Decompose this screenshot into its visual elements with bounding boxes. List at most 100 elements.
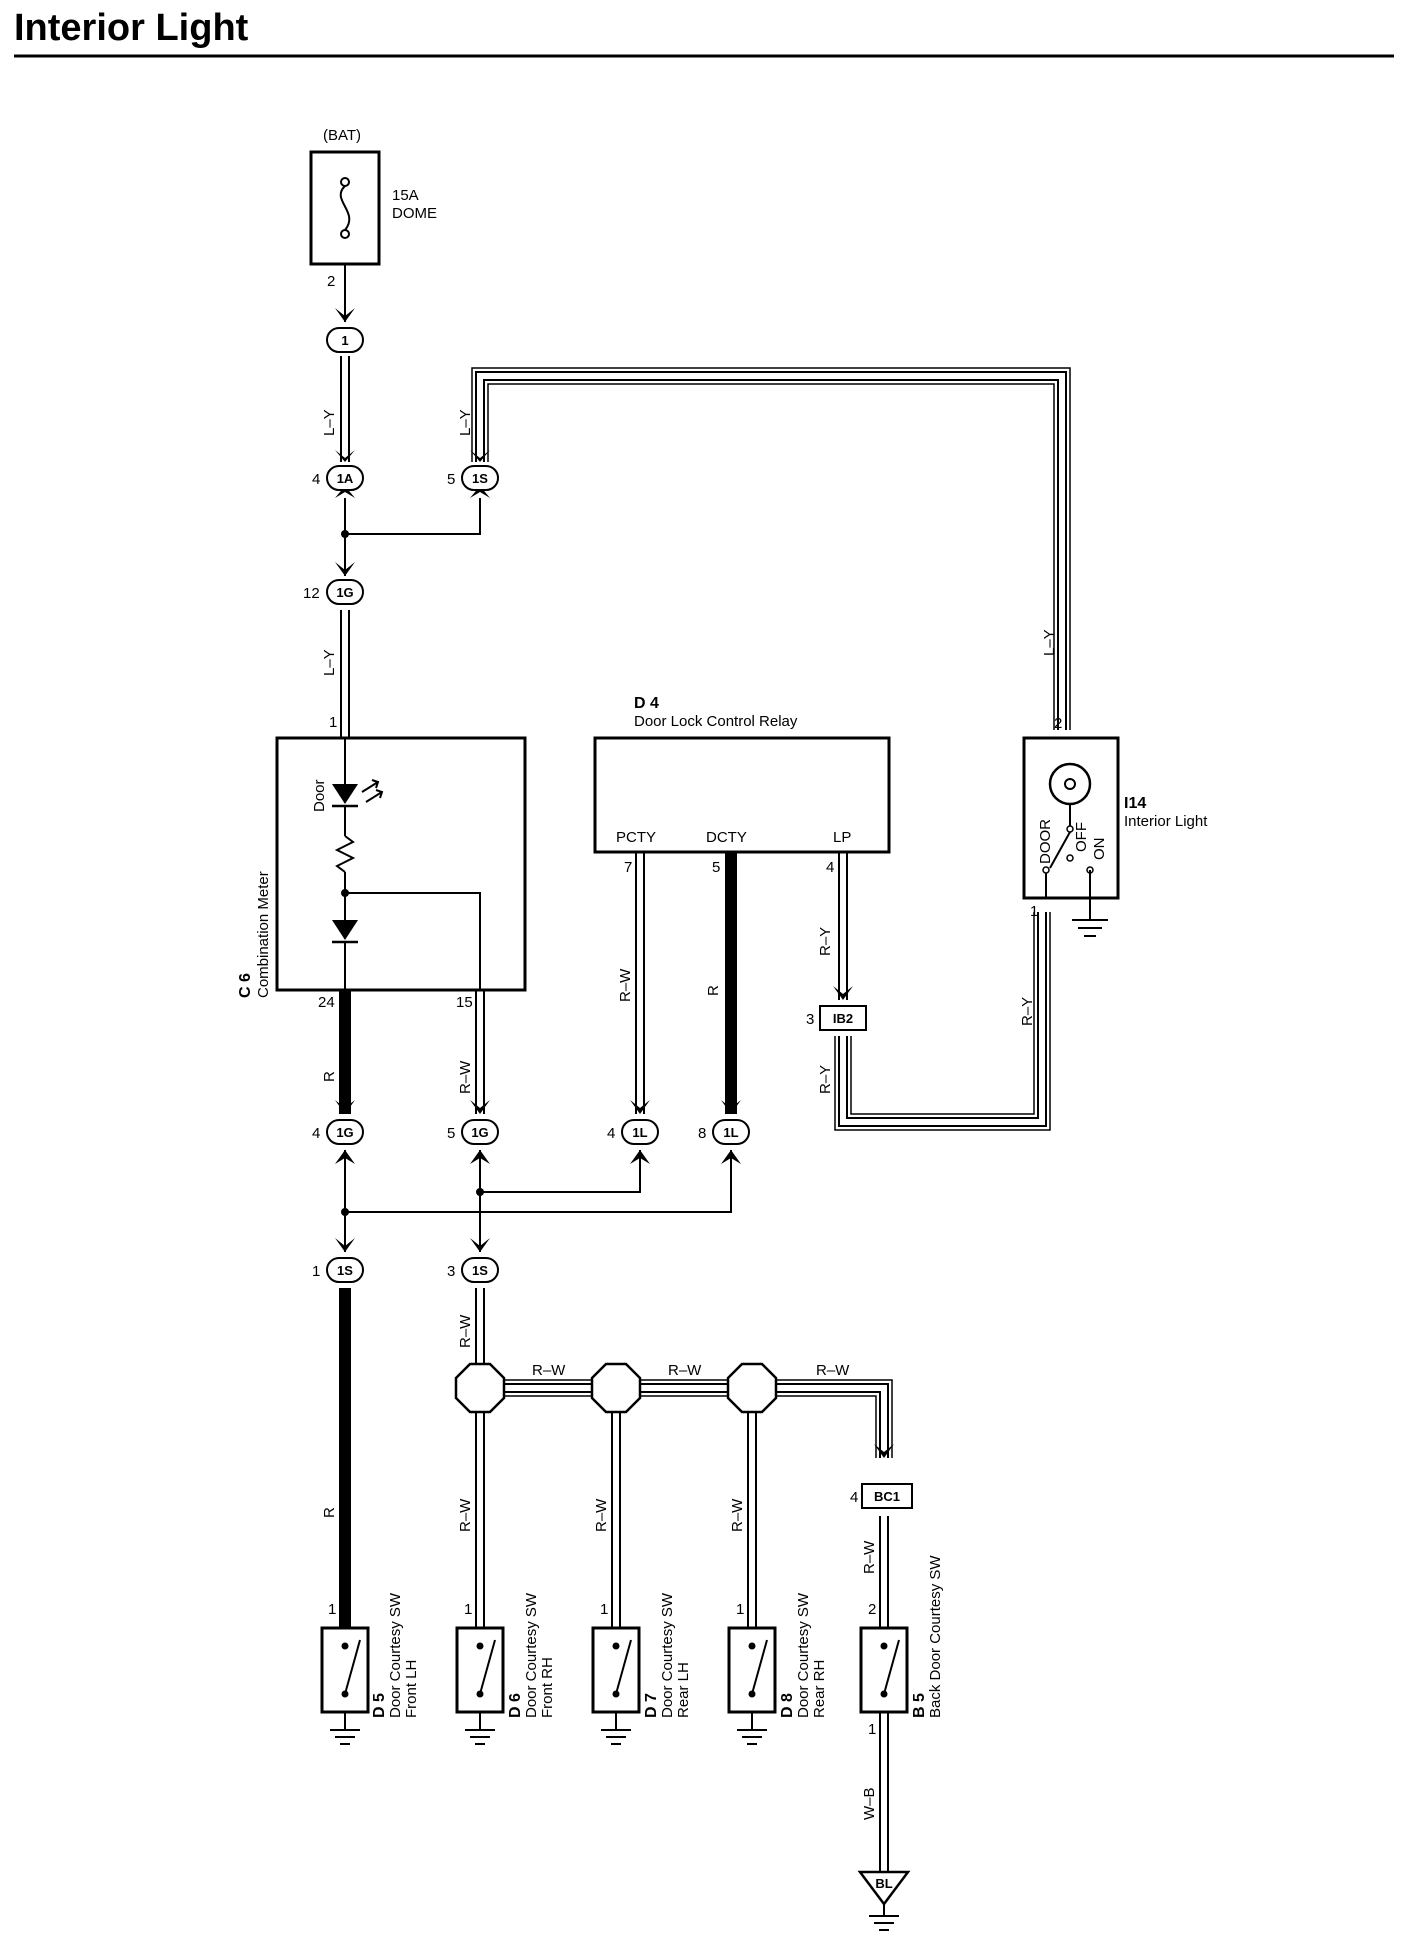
d8-code: D 8 — [779, 1693, 796, 1718]
wire-ry2: R–Y — [817, 1065, 834, 1094]
wire-rw-s: R–W — [457, 1314, 474, 1348]
conn-1A: 1A — [337, 471, 354, 486]
d8-ground-icon — [737, 1729, 767, 1745]
d6-switch-icon — [479, 1639, 496, 1695]
light-code: I14 — [1124, 795, 1146, 812]
splice-dots — [341, 530, 484, 1216]
d7-ground-icon — [601, 1729, 631, 1745]
wire-ly4: L–Y — [1041, 629, 1058, 656]
wire-rw-b5: R–W — [861, 1540, 878, 1574]
relay-lp: LP — [833, 829, 851, 846]
wire-rw-pcty: R–W — [617, 968, 634, 1002]
wire-rw-d6: R–W — [457, 1498, 474, 1532]
interior-light: 2 DOOR OFF ON I14 Interior Light 1 — [1022, 715, 1208, 937]
wire-ry1: R–Y — [817, 927, 834, 956]
pin-1S-top: 5 — [447, 471, 455, 488]
conn-1L-left: 1L — [632, 1125, 647, 1140]
b5-name1: Back Door Courtesy SW — [927, 1555, 944, 1718]
wire-rw-bus3: R–W — [816, 1362, 850, 1379]
d7-code: D 7 — [643, 1693, 660, 1718]
conn-1G-top: 1G — [336, 585, 353, 600]
relay-name: Door Lock Control Relay — [634, 713, 798, 730]
switch-d5: 1 D 5 Door Courtesy SW Front LH — [320, 1592, 420, 1745]
wire-wb: W–B — [861, 1787, 878, 1820]
conn-1G-left: 1G — [336, 1125, 353, 1140]
relay-pcty: PCTY — [616, 829, 656, 846]
meter-pin-in: 1 — [329, 714, 337, 731]
d6-pin: 1 — [464, 1601, 472, 1618]
wire-r-dcty: R — [705, 985, 722, 996]
d5-ground-icon — [330, 1729, 360, 1745]
conn-IB2: IB2 — [833, 1011, 853, 1026]
d8-name2: Rear RH — [811, 1660, 828, 1718]
wire-rw-bus2: R–W — [668, 1362, 702, 1379]
d5-name2: Front LH — [403, 1660, 420, 1718]
pin-1A: 4 — [312, 471, 320, 488]
wires — [339, 264, 1091, 1872]
relay-pin-5: 5 — [712, 859, 720, 876]
conn-1: 1 — [341, 333, 348, 348]
light-switch-icon — [1049, 831, 1071, 869]
pin-1G-top: 12 — [303, 585, 320, 602]
d6-name2: Front RH — [539, 1657, 556, 1718]
junction-1 — [454, 1362, 506, 1414]
conn-1S-left: 1S — [337, 1263, 353, 1278]
light-off-label: OFF — [1073, 822, 1090, 852]
wire-ry3: R–Y — [1019, 997, 1036, 1026]
conn-1S-top: 1S — [472, 471, 488, 486]
wire-rw-bus1: R–W — [532, 1362, 566, 1379]
wire-ly1: L–Y — [321, 409, 338, 436]
page-title: Interior Light — [14, 7, 249, 49]
pin-1S-left: 1 — [312, 1263, 320, 1280]
d7-switch-icon — [615, 1639, 632, 1695]
pin-1L-right: 8 — [698, 1125, 706, 1142]
light-pin-1: 1 — [1030, 903, 1038, 920]
junction-3 — [726, 1362, 778, 1414]
conn-1L-right: 1L — [723, 1125, 738, 1140]
wire-rw-d8: R–W — [729, 1498, 746, 1532]
wire-ly3: L–Y — [321, 649, 338, 676]
light-name: Interior Light — [1124, 813, 1208, 830]
switch-d7: 1 D 7 Door Courtesy SW Rear LH — [591, 1592, 692, 1745]
wire-labels: L–Y L–Y L–Y L–Y R R–W R–W R R–Y R–Y R–Y … — [321, 409, 1058, 1820]
wire-rw-d7: R–W — [593, 1498, 610, 1532]
conn-1S-right: 1S — [472, 1263, 488, 1278]
light-ground-icon — [1072, 919, 1108, 937]
d7-name1: Door Courtesy SW — [659, 1592, 676, 1718]
connector-arrows — [335, 308, 894, 1458]
door-lock-relay: D 4 Door Lock Control Relay PCTY DCTY LP… — [593, 695, 891, 876]
fuse-source: (BAT) — [323, 127, 361, 144]
fuse-rating: 15A — [392, 187, 419, 204]
junction-2 — [590, 1362, 642, 1414]
pin-1G-left: 4 — [312, 1125, 320, 1142]
switch-b5: 2 1 B 5 Back Door Courtesy SW — [859, 1555, 944, 1738]
conn-BL: BL — [875, 1876, 892, 1891]
wire-r1: R — [321, 1071, 338, 1082]
relay-pin-7: 7 — [624, 859, 632, 876]
d7-name2: Rear LH — [675, 1662, 692, 1718]
light-door-label: DOOR — [1037, 819, 1054, 864]
bulb-icon — [1048, 762, 1092, 806]
d5-switch-icon — [344, 1639, 361, 1695]
junctions — [454, 1362, 778, 1414]
d8-switch-icon — [751, 1639, 768, 1695]
pin-IB2: 3 — [806, 1011, 814, 1028]
fuse-dome: (BAT) 15A DOME 2 — [309, 127, 437, 290]
b5-switch-icon — [883, 1639, 900, 1695]
pin-BC1: 4 — [850, 1489, 858, 1506]
fuse-name: DOME — [392, 205, 437, 222]
d7-pin: 1 — [600, 1601, 608, 1618]
d5-pin: 1 — [328, 1601, 336, 1618]
b5-pin-top: 2 — [868, 1601, 876, 1618]
meter-pin-15: 15 — [456, 994, 473, 1011]
combination-meter: 1 24 15 Door C 6 Combination Meter — [237, 714, 527, 1011]
relay-pin-4: 4 — [826, 859, 834, 876]
meter-code: C 6 — [237, 973, 254, 998]
door-led-icon — [332, 784, 358, 804]
d8-pin: 1 — [736, 1601, 744, 1618]
d6-ground-icon — [465, 1729, 495, 1745]
connector-pills: 1 1A 4 1S 5 1G 12 1G 4 1G 5 1L 4 1L 8 1S… — [303, 327, 913, 1509]
relay-dcty: DCTY — [706, 829, 747, 846]
